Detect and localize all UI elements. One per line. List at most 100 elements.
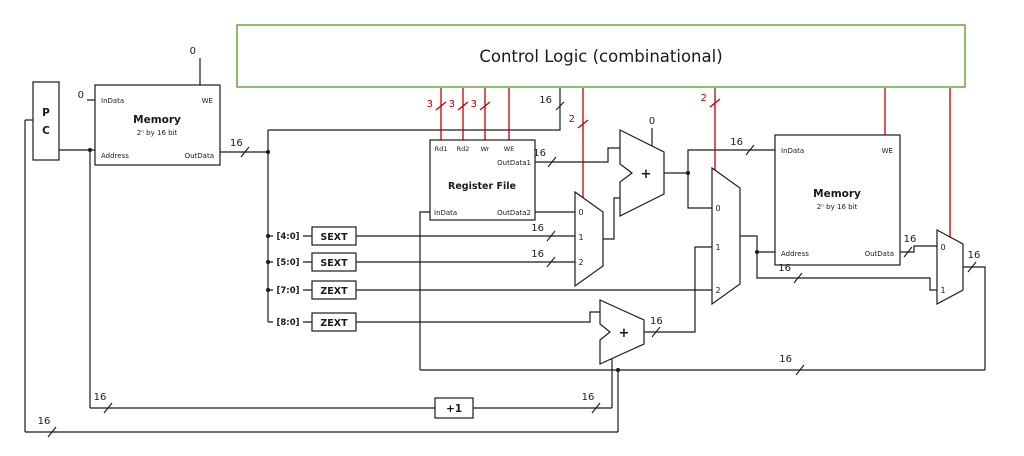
bus16-instr-to-control: 16 bbox=[539, 95, 552, 106]
mem1-indata-const: 0 bbox=[78, 90, 84, 101]
rf-outdata1-label: OutData1 bbox=[497, 159, 531, 167]
alu bbox=[619, 129, 665, 217]
tick-inc-right bbox=[591, 402, 601, 414]
tick-sext2 bbox=[546, 256, 556, 268]
tick-mem1-out bbox=[240, 146, 250, 158]
junction bbox=[266, 234, 270, 238]
rf-rd2-label: Rd2 bbox=[457, 145, 470, 153]
tick-mem2-out bbox=[903, 246, 913, 258]
mem2-we-label: WE bbox=[882, 147, 893, 155]
tick-inc-left bbox=[103, 402, 113, 414]
rf-rd1-label: Rd1 bbox=[435, 145, 448, 153]
wire-alu-to-muxb bbox=[687, 173, 712, 209]
bracket-label-bg-3 bbox=[273, 283, 303, 295]
mem2-indata-label: InData bbox=[781, 147, 804, 155]
wire-instr-to-control bbox=[268, 88, 561, 131]
muxc-in0-label: 0 bbox=[940, 243, 945, 252]
junction bbox=[616, 368, 620, 372]
blocks bbox=[32, 24, 966, 419]
bus3-rd1: 3 bbox=[427, 99, 433, 110]
rf-wr-label: Wr bbox=[481, 145, 490, 153]
bus3-wr: 3 bbox=[471, 99, 477, 110]
ctl-tick-muxb-sel bbox=[709, 98, 721, 108]
pc-label-top: P bbox=[42, 107, 50, 119]
register-file-box bbox=[429, 139, 536, 221]
ext4-label: ZEXT bbox=[320, 318, 348, 329]
junction bbox=[266, 288, 270, 292]
bus-width-ticks bbox=[47, 101, 977, 438]
mem1-address-label: Address bbox=[101, 152, 129, 160]
zext2-box bbox=[311, 312, 357, 332]
ctl-tick-rd1 bbox=[435, 101, 447, 111]
ext1-label: SEXT bbox=[320, 232, 348, 243]
rf-title: Register File bbox=[448, 181, 516, 192]
bracket-label-bg-1 bbox=[273, 229, 303, 241]
ctl-tick-muxa-sel bbox=[577, 119, 589, 129]
tick-mem2-indata bbox=[745, 144, 755, 156]
wire-rf-indata bbox=[419, 211, 430, 370]
bracket-label-bg-4 bbox=[273, 315, 303, 327]
alu-op-label: + bbox=[641, 167, 652, 182]
wire-muxc-out bbox=[963, 266, 986, 370]
bus16-mem1-out: 16 bbox=[230, 138, 243, 149]
labels: Control Logic (combinational) P C 0 0 In… bbox=[38, 46, 981, 427]
mem1-title: Memory bbox=[133, 114, 181, 126]
data-wires bbox=[24, 58, 986, 433]
wire-muxb-to-mem2-address bbox=[740, 235, 775, 253]
control-signal-wires bbox=[435, 88, 951, 237]
bus16-mem2-out: 16 bbox=[904, 234, 917, 245]
mux-a bbox=[574, 190, 604, 288]
mem1-we-label: WE bbox=[202, 97, 213, 105]
tick-adder-out bbox=[651, 326, 661, 338]
bus16-sext2: 16 bbox=[531, 249, 544, 260]
junction-dots bbox=[88, 148, 759, 372]
mem2-title: Memory bbox=[813, 188, 861, 200]
tick-rf-outdata1 bbox=[547, 156, 557, 168]
rf-outdata2-label: OutData2 bbox=[497, 209, 531, 217]
wire-muxa-out bbox=[603, 197, 620, 240]
plus-one-box bbox=[434, 397, 474, 419]
bus2-muxb-sel: 2 bbox=[701, 93, 707, 104]
mux-c bbox=[936, 228, 964, 306]
junction bbox=[266, 260, 270, 264]
tick-instr-to-control bbox=[555, 101, 565, 111]
muxb-in2-label: 2 bbox=[715, 286, 720, 295]
ext4-range-label: [8:0] bbox=[277, 318, 300, 328]
bracket-label-bg-2 bbox=[273, 255, 303, 267]
bus16-writeback: 16 bbox=[779, 354, 792, 365]
ext1-range-label: [4:0] bbox=[277, 232, 300, 242]
sext2-box bbox=[311, 252, 357, 272]
wire-rf-outdata1 bbox=[535, 147, 620, 163]
tick-sext1 bbox=[546, 230, 556, 242]
mem2-outdata-label: OutData bbox=[865, 250, 894, 258]
muxa-in1-label: 1 bbox=[578, 233, 583, 242]
mem1-outdata-label: OutData bbox=[185, 152, 214, 160]
ext3-range-label: [7:0] bbox=[277, 286, 300, 296]
bus2-muxa-sel: 2 bbox=[569, 114, 575, 125]
tick-bottom-rail bbox=[47, 426, 57, 438]
wire-zext2-out bbox=[356, 311, 600, 323]
bus3-rd2: 3 bbox=[449, 99, 455, 110]
ext2-range-label: [5:0] bbox=[277, 258, 300, 268]
ext2-label: SEXT bbox=[320, 258, 348, 269]
bus16-mem2-indata: 16 bbox=[730, 137, 743, 148]
mux-b bbox=[711, 166, 741, 306]
pc-register bbox=[32, 81, 60, 161]
tick-writeback bbox=[795, 364, 805, 376]
muxa-in2-label: 2 bbox=[578, 258, 583, 267]
bus16-muxc-out: 16 bbox=[968, 250, 981, 261]
bus16-adder-out: 16 bbox=[650, 316, 663, 327]
wire-mem2-out bbox=[900, 245, 937, 253]
mem1-size-label: 2ⁿ by 16 bit bbox=[137, 129, 178, 137]
mem2-address-label: Address bbox=[781, 250, 809, 258]
rf-we-label: WE bbox=[504, 145, 515, 153]
bus16-inc-right: 16 bbox=[582, 392, 595, 403]
alu-zero-const-label: 0 bbox=[649, 116, 655, 127]
junction bbox=[88, 148, 92, 152]
wire-adder-to-muxb bbox=[644, 246, 712, 333]
mem1-we-const: 0 bbox=[190, 46, 196, 57]
mem2-size-label: 2ⁿ by 16 bit bbox=[817, 203, 858, 211]
control-logic-box bbox=[236, 24, 966, 88]
